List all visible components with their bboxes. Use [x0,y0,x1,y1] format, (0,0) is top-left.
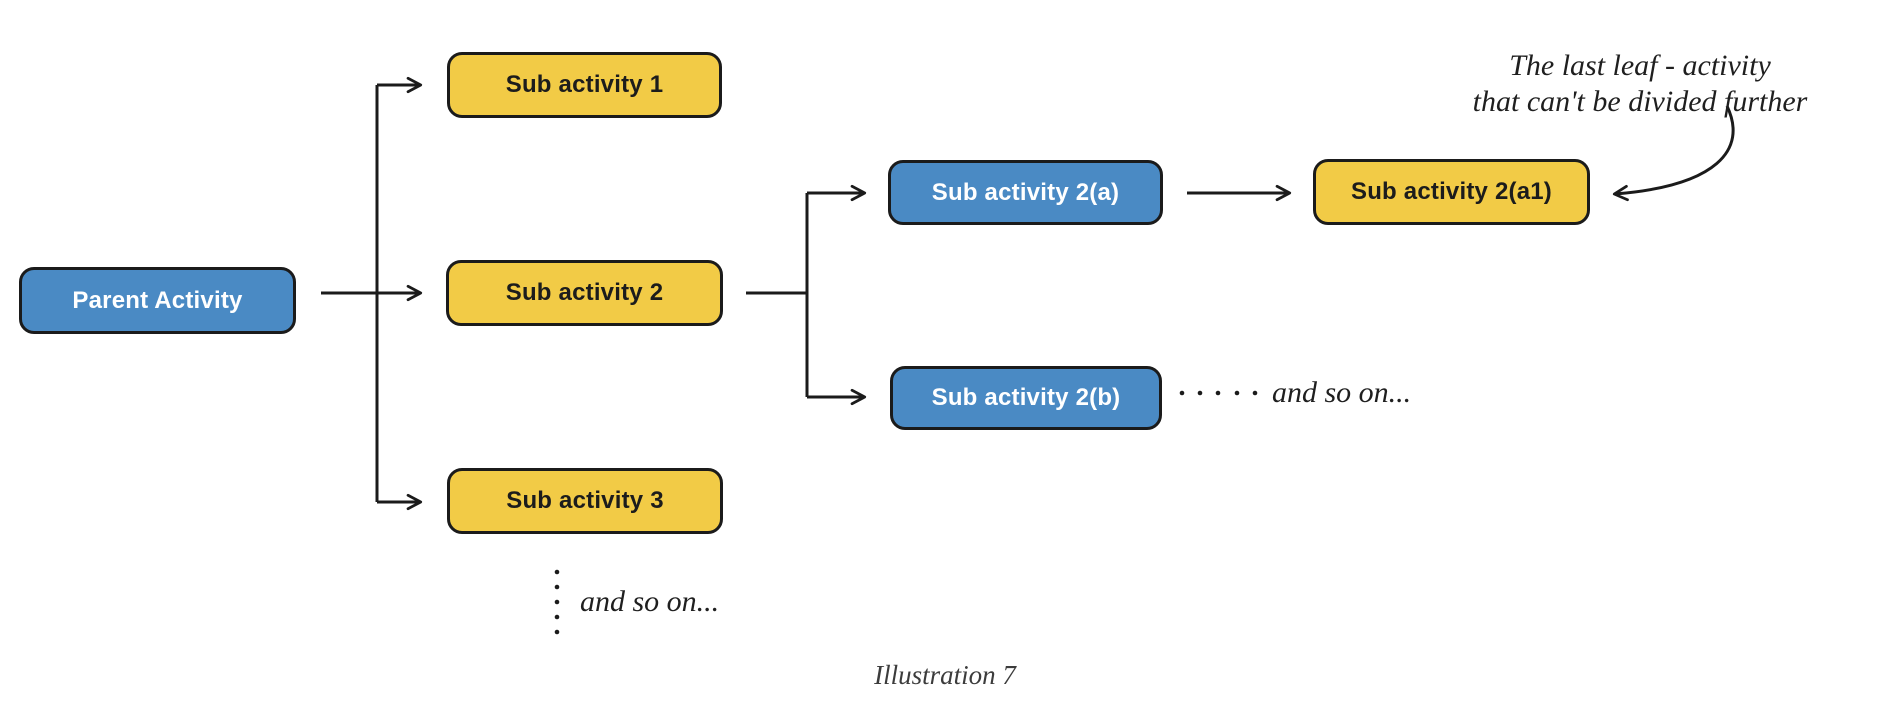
and-so-on-vertical: and so on... [580,585,720,618]
node-sub-activity-2a: Sub activity 2(a) [888,160,1163,225]
leader-dots-vertical [554,569,560,635]
figure-caption: Illustration 7 [874,660,1016,690]
node-label: Sub activity 2(a) [931,178,1120,206]
node-sub-activity-2b: Sub activity 2(b) [890,366,1162,430]
annotation-curved-arrow [1612,105,1735,202]
node-label: Sub activity 3 [506,487,664,514]
node-sub-activity-2: Sub activity 2 [446,260,723,326]
leaf-annotation: The last leaf - activity that can't be d… [1385,48,1895,120]
node-label: Sub activity 2 [505,279,664,306]
leader-dots-horizontal [1179,390,1258,396]
leaf-annotation-line1: The last leaf - activity [1509,49,1771,82]
node-sub-activity-3: Sub activity 3 [447,468,723,534]
leaf-annotation-line2: that can't be divided further [1472,85,1808,118]
and-so-on-horizontal: and so on... [1272,376,1412,409]
node-label: Sub activity 2(a1) [1350,178,1552,205]
node-sub-activity-1: Sub activity 1 [447,52,722,118]
node-label: Sub activity 1 [505,71,664,98]
node-parent-activity: Parent Activity [19,267,296,334]
node-label: Sub activity 2(b) [931,384,1121,411]
node-label: Parent Activity [72,286,243,314]
node-sub-activity-2a1: Sub activity 2(a1) [1313,159,1590,225]
